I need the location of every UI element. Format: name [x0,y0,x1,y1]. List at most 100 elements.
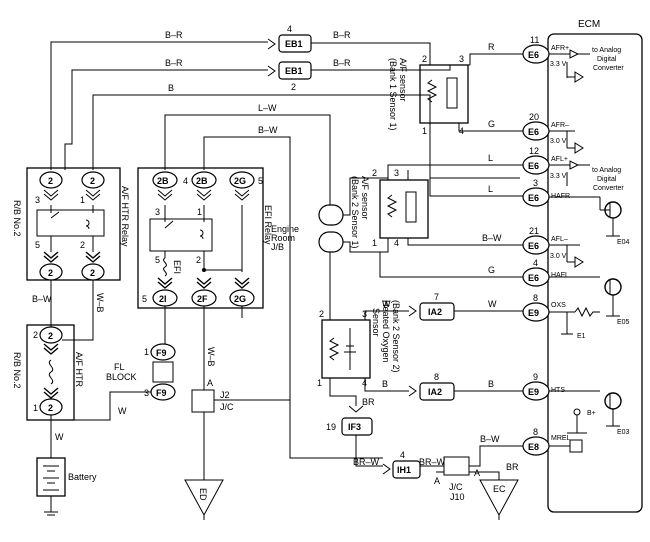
svg-text:Digital: Digital [597,56,617,63]
svg-text:EFI: EFI [172,260,182,274]
svg-text:Heated Oxygen: Heated Oxygen [381,300,391,363]
ecm-mrel-circuit: B+ [549,408,596,453]
svg-text:to Analog: to Analog [592,47,621,54]
svg-text:L: L [488,184,493,194]
svg-text:EC: EC [493,484,506,494]
svg-text:E1: E1 [577,333,586,340]
svg-text:21: 21 [529,226,539,236]
ecm-transistor-hts: E03 [549,390,630,436]
connector-if3: 19 IF3 [326,405,373,436]
afhtr-relay-top-pins: 2 2 3 1 [35,171,105,205]
connector-eb1-upper: 4 EB1 [267,24,312,53]
ecm-pin-oxs: 8 E9 OXS [522,293,566,322]
svg-text:2: 2 [196,255,201,265]
ecm-oxs-circuit: E1 [549,306,600,340]
svg-text:3: 3 [394,168,399,178]
ecm-afr-minus-circuit: 3.0 V [549,130,584,154]
jc-j2: A J2 J/C [191,378,234,413]
engine-room-label-1: Engine [271,224,299,234]
svg-text:J/C: J/C [449,482,463,492]
svg-text:HAFL: HAFL [551,272,569,279]
connector-eb1-lower: EB1 2 [267,61,312,92]
svg-text:5: 5 [35,240,40,250]
svg-text:8: 8 [533,293,538,303]
svg-text:A/F sensor: A/F sensor [360,176,370,220]
svg-text:5: 5 [155,255,160,265]
svg-text:2: 2 [422,54,427,64]
svg-text:E6: E6 [528,241,539,251]
svg-text:IA2: IA2 [428,307,442,317]
svg-text:EB1: EB1 [285,66,303,76]
svg-text:FL: FL [114,362,125,372]
svg-text:3: 3 [144,388,149,398]
connector-ia2-lower: 8 IA2 [408,372,455,401]
svg-text:Digital: Digital [597,176,617,183]
svg-text:2: 2 [80,240,85,250]
svg-text:J/C: J/C [220,402,234,412]
efi-relay-top-pins: 2B 2B 2G 4 5 3 1 [152,171,263,217]
fl-block: F9 1 F9 3 FL BLOCK [106,343,176,401]
svg-text:A: A [434,476,440,486]
svg-text:8: 8 [533,427,538,437]
afhtr-fuse-label: A/F HTR [74,352,84,387]
svg-text:Sensor: Sensor [371,308,381,337]
svg-text:MREL: MREL [551,435,571,442]
svg-text:1: 1 [422,126,427,136]
svg-text:BR–W: BR–W [419,457,446,467]
svg-text:B–R: B–R [333,30,351,40]
svg-text:E9: E9 [528,308,539,318]
afhtr-relay-label: A/F HTR Relay [120,186,130,247]
svg-text:IA2: IA2 [428,387,442,397]
svg-text:4: 4 [183,176,188,186]
svg-text:3.0 V: 3.0 V [550,253,567,260]
svg-text:EB1: EB1 [285,39,303,49]
ecm-pin-afr-minus: 20 E6 AFR– [522,112,569,141]
svg-text:2: 2 [48,176,53,186]
svg-text:7: 7 [434,292,439,302]
svg-text:1: 1 [33,403,38,413]
svg-text:AFR–: AFR– [551,122,569,129]
af-sensor-bank2: 2 3 1 4 A/F sensor (Bank 2 Sensor 1) [350,168,429,249]
svg-text:(Bank 1 Sensor 1): (Bank 1 Sensor 1) [388,58,398,131]
svg-text:B: B [488,379,494,389]
svg-text:L: L [488,153,493,163]
svg-text:2F: 2F [197,294,208,304]
svg-text:4: 4 [287,24,292,34]
ecm-pin-hafr: 3 E6 HAFR [522,178,570,207]
svg-text:Converter: Converter [593,65,624,72]
svg-text:2: 2 [319,309,324,319]
inline-connector [318,204,344,253]
ecm-pin-afl-minus: 21 E6 AFL– [522,226,568,255]
svg-text:AFR+: AFR+ [551,45,569,52]
svg-text:L–W: L–W [258,103,277,113]
svg-text:W: W [382,299,391,309]
svg-text:9: 9 [533,372,538,382]
svg-text:2G: 2G [234,176,246,186]
svg-text:E6: E6 [528,127,539,137]
svg-text:to Analog: to Analog [592,167,621,174]
svg-text:OXS: OXS [551,302,566,309]
svg-text:F9: F9 [156,348,167,358]
rb2-label-top: R/B No.2 [12,200,22,237]
svg-text:2: 2 [372,168,377,178]
ecm-title: ECM [578,19,600,30]
svg-text:A: A [474,468,480,478]
connector-ia2-upper: 7 IA2 [408,292,455,321]
ground-ec: EC [479,479,519,520]
wires [50,41,523,480]
svg-text:J2: J2 [220,390,230,400]
ground-ed: ED [184,479,224,520]
ecm-pin-hts: 9 E9 HTS [522,372,565,401]
engine-room-label-3: J/B [271,242,284,252]
svg-text:2: 2 [33,330,38,340]
svg-text:BR: BR [362,397,375,407]
svg-text:E6: E6 [528,161,539,171]
wire-labels: B–R B–R B–R B–R B L–W B–W R G L L B–W G … [32,30,519,472]
svg-text:W: W [488,299,497,309]
svg-text:3: 3 [459,54,464,64]
ecm-afr-converter: to Analog Digital Converter 3.3 V [549,47,624,83]
svg-text:E6: E6 [528,50,539,60]
svg-text:W–B: W–B [206,347,216,367]
efi-relay-label: EFI Relay [263,205,273,245]
svg-text:3: 3 [35,195,40,205]
